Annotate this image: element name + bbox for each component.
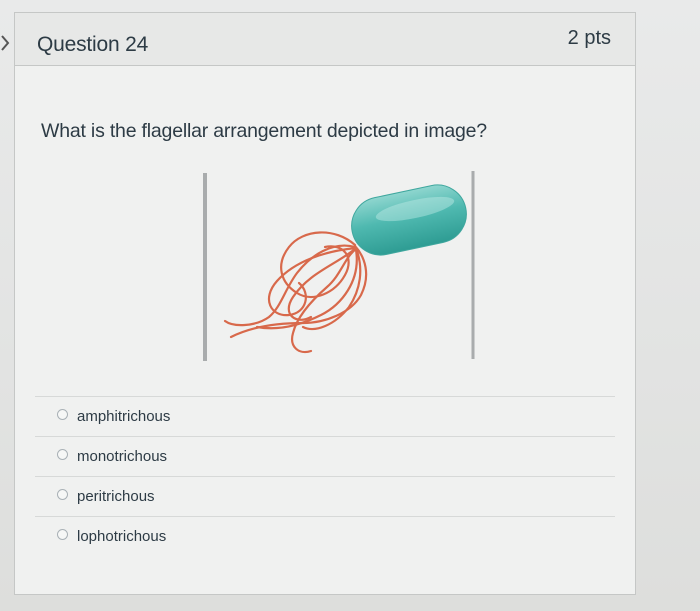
question-card: Question 24 2 pts What is the flagellar …: [14, 12, 636, 595]
answer-label[interactable]: amphitrichous: [77, 408, 171, 425]
radio-button[interactable]: [57, 489, 68, 500]
answer-label[interactable]: monotrichous: [77, 448, 168, 465]
question-title: Question 24: [37, 33, 149, 56]
previous-chevron-icon[interactable]: [0, 28, 12, 58]
answer-option[interactable]: amphitrichous: [35, 396, 615, 436]
answer-list: amphitrichous monotrichous peritrichous …: [35, 396, 615, 556]
question-points: 2 pts: [567, 27, 611, 49]
question-prompt: What is the flagellar arrangement depict…: [41, 120, 487, 142]
bacterium-flagella-illustration: [203, 171, 475, 361]
radio-button[interactable]: [57, 529, 68, 540]
answer-label[interactable]: peritrichous: [77, 488, 155, 505]
answer-label[interactable]: lophotrichous: [77, 528, 167, 545]
answer-option[interactable]: lophotrichous: [35, 516, 615, 556]
answer-option[interactable]: peritrichous: [35, 476, 615, 516]
question-header: Question 24 2 pts: [15, 13, 635, 66]
radio-button[interactable]: [57, 449, 68, 460]
radio-button[interactable]: [57, 409, 68, 420]
answer-option[interactable]: monotrichous: [35, 436, 615, 476]
